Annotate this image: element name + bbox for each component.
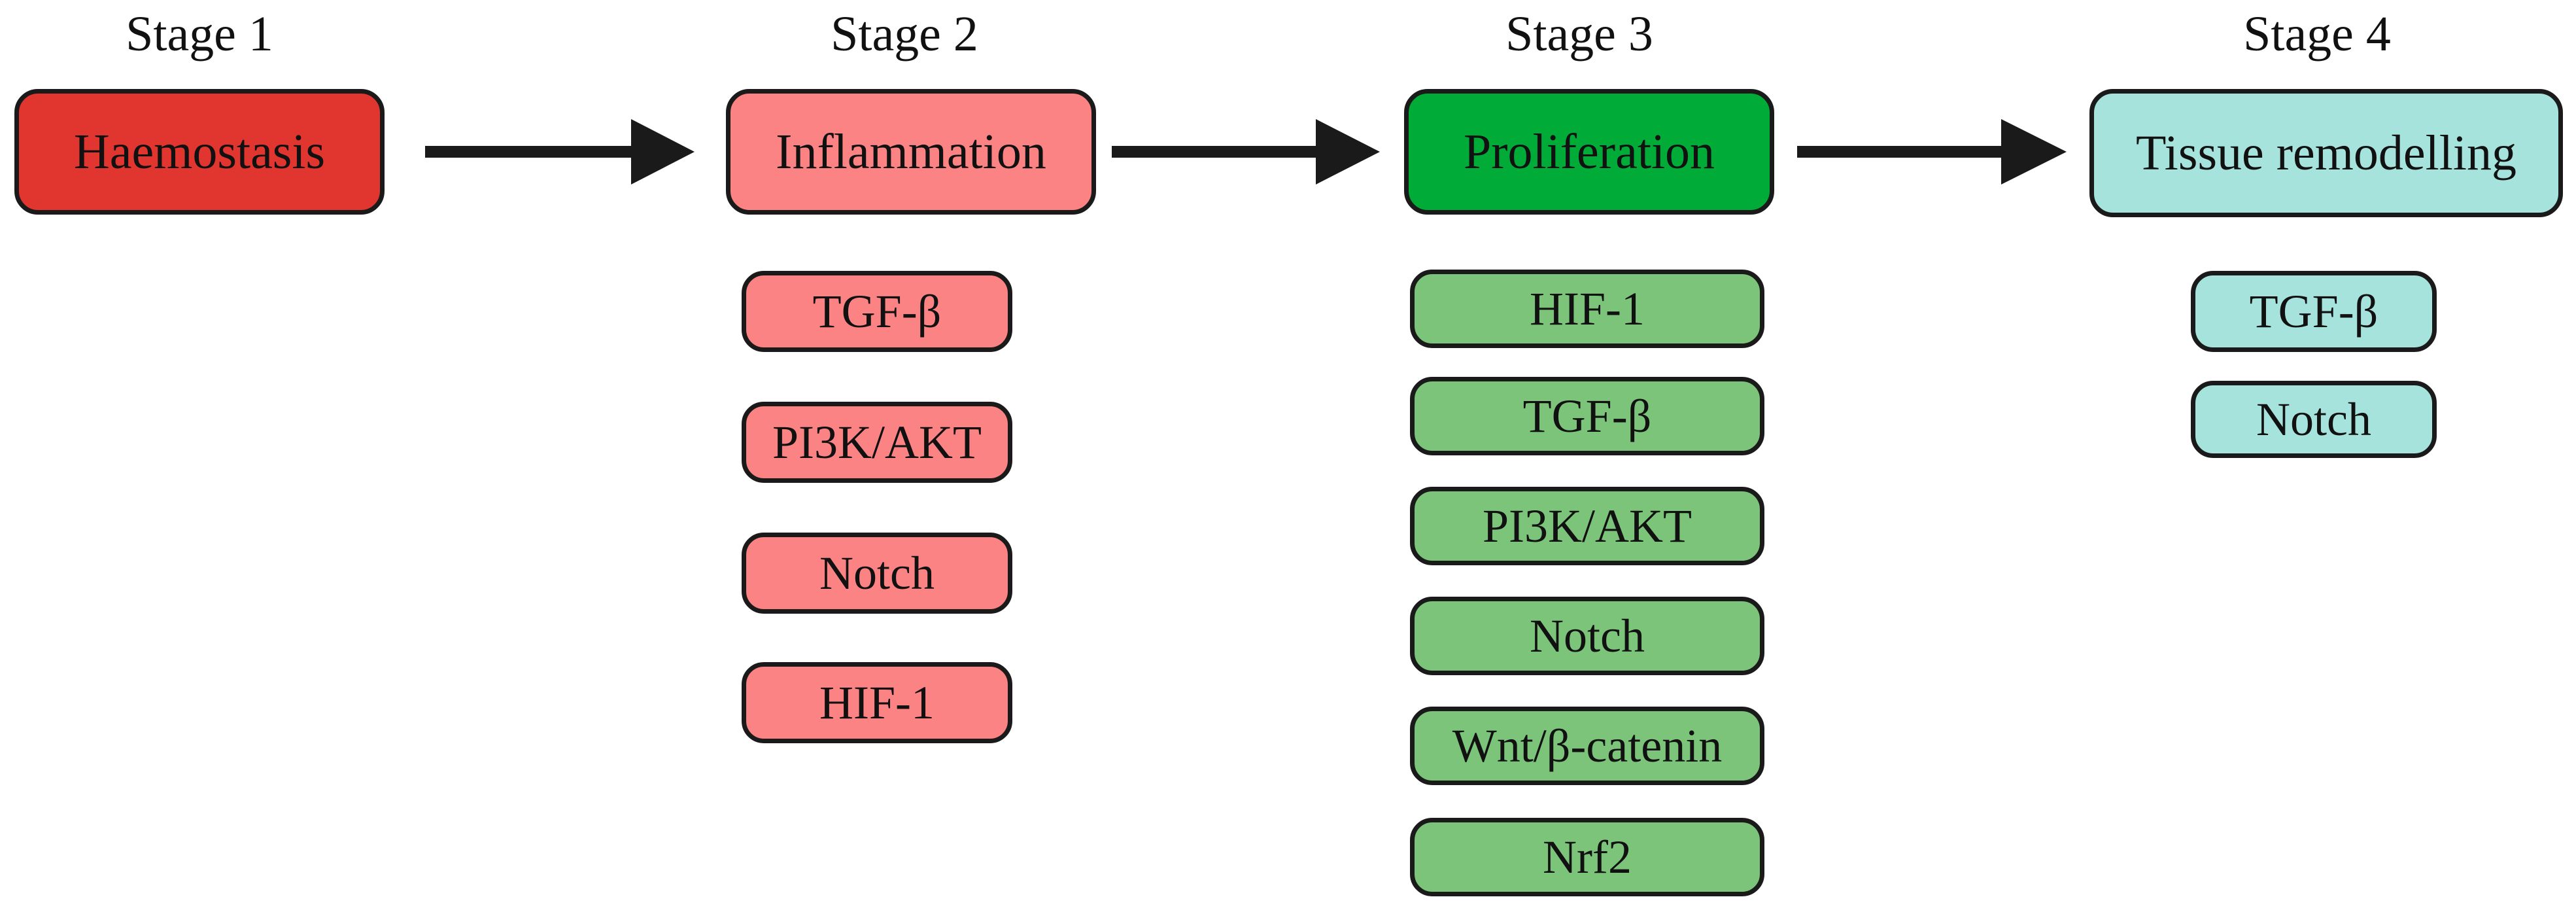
stage-3-pathway-wnt-beta-catenin: Wnt/β-catenin <box>1410 707 1764 785</box>
stage-2-pathway-pi3k-akt: PI3K/AKT <box>742 402 1012 483</box>
stage-3-pathway-hif-1: HIF-1 <box>1410 270 1764 348</box>
stage-4-pathway-notch: Notch <box>2191 381 2437 458</box>
stage-1-label: Stage 1 <box>126 7 273 62</box>
arrow-stage2-to-stage3 <box>1112 119 1380 185</box>
stage-3-label: Stage 3 <box>1505 7 1653 62</box>
stage-4-label: Stage 4 <box>2243 7 2391 62</box>
arrow-stage3-to-stage4 <box>1797 119 2067 185</box>
stage-2-inflammation-box: Inflammation <box>726 89 1096 215</box>
stage-3-pathway-nrf2: Nrf2 <box>1410 818 1764 896</box>
stage-3-pathway-pi3k-akt: PI3K/AKT <box>1410 487 1764 565</box>
stage-4-tissue-remodelling-box: Tissue remodelling <box>2089 89 2563 217</box>
stage-1-haemostasis-box: Haemostasis <box>14 89 385 215</box>
stage-3-pathway-notch: Notch <box>1410 597 1764 675</box>
stage-3-proliferation-box: Proliferation <box>1404 89 1774 215</box>
stage-2-pathway-notch: Notch <box>742 533 1012 614</box>
stage-2-pathway-tgf-beta: TGF-β <box>742 271 1012 352</box>
stage-3-pathway-tgf-beta: TGF-β <box>1410 377 1764 455</box>
stage-2-pathway-hif-1: HIF-1 <box>742 662 1012 743</box>
arrow-stage1-to-stage2 <box>425 119 695 185</box>
stage-2-label: Stage 2 <box>831 7 978 62</box>
stage-4-pathway-tgf-beta: TGF-β <box>2191 271 2437 352</box>
